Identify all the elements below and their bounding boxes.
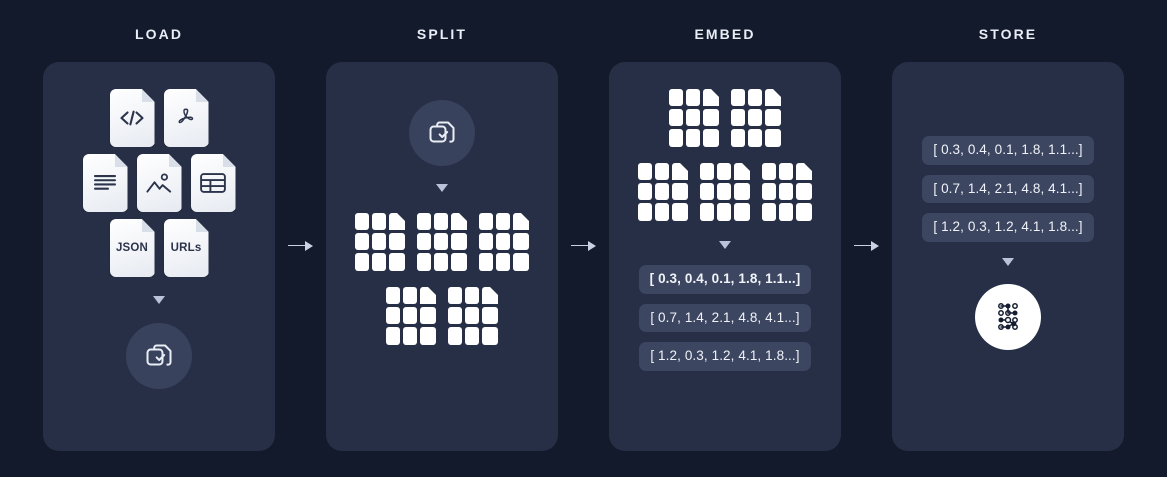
- vector-list: [ 0.3, 0.4, 0.1, 1.8, 1.1...] [ 0.7, 1.4…: [638, 265, 812, 371]
- text-document-icon: [82, 154, 128, 212]
- pdf-file-icon: [163, 89, 209, 147]
- json-file-label: JSON: [115, 242, 149, 254]
- stage-label-store: STORE: [978, 26, 1038, 42]
- triangle-down-icon: [153, 296, 165, 304]
- chunk-icon: [668, 88, 720, 153]
- chunk-icon: [761, 162, 813, 227]
- stage-split: SPLIT: [326, 0, 558, 451]
- vector-pill: [ 0.3, 0.4, 0.1, 1.8, 1.1...]: [638, 265, 812, 294]
- file-row: [82, 154, 236, 212]
- json-file-icon: JSON: [109, 219, 155, 277]
- triangle-down-icon: [1002, 257, 1014, 266]
- documents-checked-icon: [126, 323, 192, 389]
- vector-database-icon: [975, 283, 1041, 350]
- arrow-right-icon: [571, 240, 596, 251]
- arrow-right-icon: [288, 240, 313, 251]
- triangle-down-icon: [436, 184, 448, 192]
- vector-pill: [ 0.7, 1.4, 2.1, 4.8, 4.1...]: [639, 303, 811, 332]
- vector-pill: [ 0.3, 0.4, 0.1, 1.8, 1.1...]: [922, 136, 1094, 165]
- vector-pill: [ 0.7, 1.4, 2.1, 4.8, 4.1...]: [922, 174, 1094, 203]
- stage-store: STORE [ 0.3, 0.4, 0.1, 1.8, 1.1...] [ 0.…: [892, 0, 1124, 451]
- chunk-icon: [478, 212, 530, 277]
- stage-load: LOAD: [43, 0, 275, 451]
- chunk-row: [668, 88, 782, 153]
- connector-split-to-embed: [558, 0, 609, 477]
- panel-store: [ 0.3, 0.4, 0.1, 1.8, 1.1...] [ 0.7, 1.4…: [892, 62, 1124, 451]
- image-file-icon: [136, 154, 182, 212]
- vector-list: [ 0.3, 0.4, 0.1, 1.8, 1.1...] [ 0.7, 1.4…: [922, 136, 1094, 242]
- stage-label-embed: EMBED: [694, 26, 756, 42]
- stage-label-split: SPLIT: [416, 26, 468, 42]
- file-row: JSON URLs: [109, 219, 209, 277]
- chunk-icon: [354, 212, 406, 277]
- vector-pill: [ 1.2, 0.3, 1.2, 4.1, 1.8...]: [922, 213, 1094, 242]
- chunk-group: [637, 88, 813, 227]
- chunk-icon: [447, 286, 499, 351]
- arrow-right-icon: [854, 240, 879, 251]
- documents-checked-icon: [409, 100, 475, 166]
- chunk-group: [354, 212, 530, 351]
- code-file-icon: [109, 89, 155, 147]
- stage-label-load: LOAD: [134, 26, 184, 42]
- urls-file-icon: URLs: [163, 219, 209, 277]
- chunk-row: [385, 286, 499, 351]
- chunk-icon: [385, 286, 437, 351]
- stage-embed: EMBED: [609, 0, 841, 451]
- chunk-icon: [699, 162, 751, 227]
- panel-load: JSON URLs: [43, 62, 275, 451]
- chunk-icon: [637, 162, 689, 227]
- chunk-row: [354, 212, 530, 277]
- urls-file-label: URLs: [170, 242, 202, 254]
- spreadsheet-file-icon: [190, 154, 236, 212]
- triangle-down-icon: [719, 241, 731, 249]
- connector-embed-to-store: [841, 0, 892, 477]
- chunk-icon: [416, 212, 468, 277]
- file-row: [109, 89, 209, 147]
- chunk-icon: [730, 88, 782, 153]
- connector-load-to-split: [275, 0, 326, 477]
- panel-split: [326, 62, 558, 451]
- chunk-row: [637, 162, 813, 227]
- source-file-group: JSON URLs: [82, 89, 236, 277]
- vector-pill: [ 1.2, 0.3, 1.2, 4.1, 1.8...]: [639, 342, 811, 371]
- panel-embed: [ 0.3, 0.4, 0.1, 1.8, 1.1...] [ 0.7, 1.4…: [609, 62, 841, 451]
